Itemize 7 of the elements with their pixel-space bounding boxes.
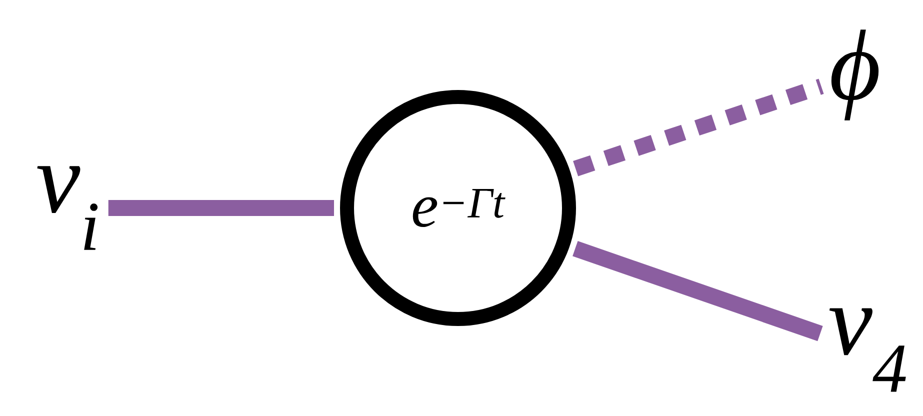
connector-line <box>573 78 824 176</box>
text-label: ν$_{i}$ <box>37 166 98 250</box>
circle-node: e$^{−Γt}$ <box>340 90 576 326</box>
connector-line <box>108 200 334 216</box>
text-label: ν$_{4}$ <box>829 308 906 392</box>
text-label: ϕ <box>831 30 879 120</box>
connector-line <box>572 241 823 342</box>
